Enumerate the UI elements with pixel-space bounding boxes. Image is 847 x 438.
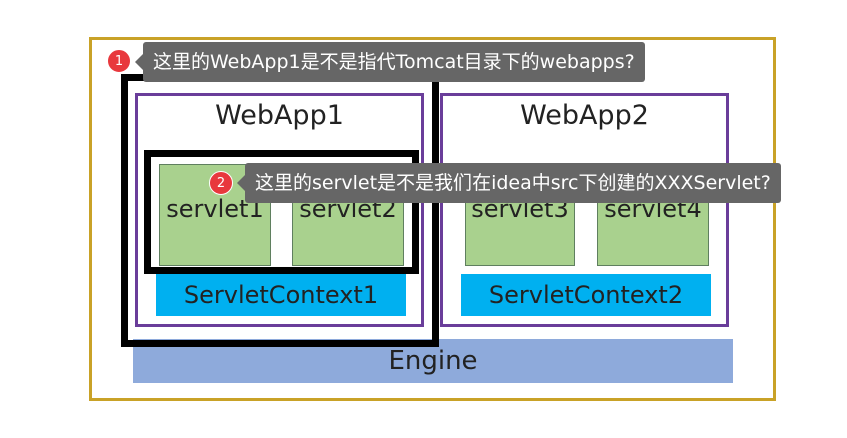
servlet-context1: ServletContext1	[156, 274, 406, 316]
annotation-2-badge[interactable]: 2	[209, 171, 233, 195]
annotation-1-tooltip: 这里的WebApp1是不是指代Tomcat目录下的webapps?	[135, 42, 645, 82]
annotation-1-badge[interactable]: 1	[107, 49, 131, 73]
service-container	[89, 37, 776, 401]
webapp2-title: WebApp2	[520, 100, 649, 131]
webapp2-box: WebApp2 servlet3 servlet4 ServletContext…	[440, 93, 729, 327]
highlight-servlets	[144, 150, 419, 274]
webapp1-title: WebApp1	[215, 100, 344, 131]
annotation-2-tooltip: 这里的servlet是不是我们在idea中src下创建的XXXServlet?	[237, 163, 781, 203]
servlet-context2: ServletContext2	[461, 274, 711, 316]
